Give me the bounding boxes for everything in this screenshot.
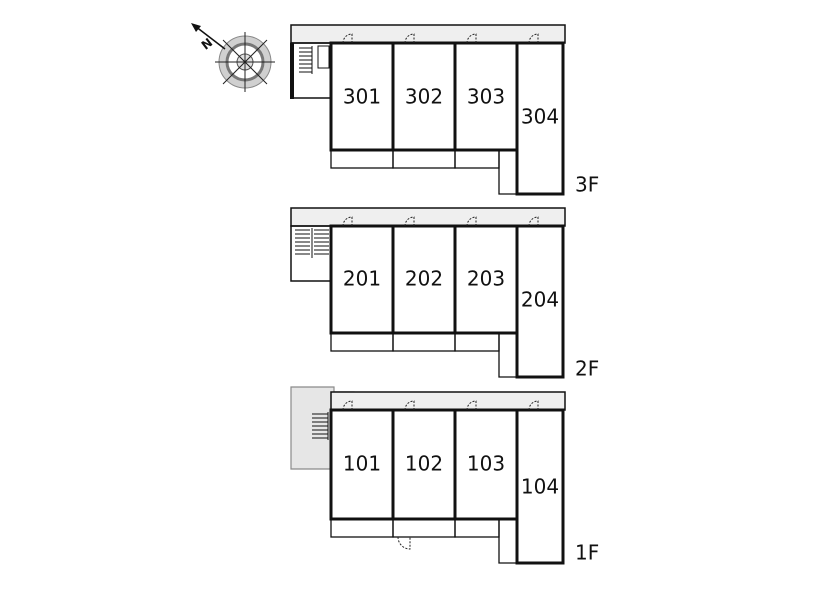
floor-2f: 201 202 203 204 2F	[290, 207, 599, 381]
corridor-1f	[330, 391, 566, 411]
floor-label-3f: 3F	[575, 173, 599, 197]
unit-label: 301	[343, 85, 381, 109]
unit-label: 103	[467, 452, 505, 476]
unit-label: 302	[405, 85, 443, 109]
staircase-icon	[299, 45, 330, 74]
unit-label: 202	[405, 267, 443, 291]
unit-label: 101	[343, 452, 381, 476]
compass-icon: N	[191, 23, 275, 92]
unit-label: 203	[467, 267, 505, 291]
unit-label: 104	[521, 475, 559, 499]
unit-label: 303	[467, 85, 505, 109]
unit-label: 102	[405, 452, 443, 476]
staircase-icon	[312, 412, 329, 440]
corridor-2f	[290, 207, 566, 227]
unit-label: 204	[521, 288, 559, 312]
compass-north-label: N	[199, 35, 216, 52]
floor-3f: 301 302 303 304 3F	[290, 24, 599, 197]
floor-label-1f: 1F	[575, 541, 599, 565]
unit-label: 201	[343, 267, 381, 291]
floor-1f: 101 102 103 104 1F	[290, 386, 599, 565]
corridor-3f	[290, 24, 566, 44]
stair-area-3f	[290, 42, 332, 99]
unit-label: 304	[521, 105, 559, 129]
floor-label-2f: 2F	[575, 357, 599, 381]
staircase-icon	[295, 228, 329, 258]
